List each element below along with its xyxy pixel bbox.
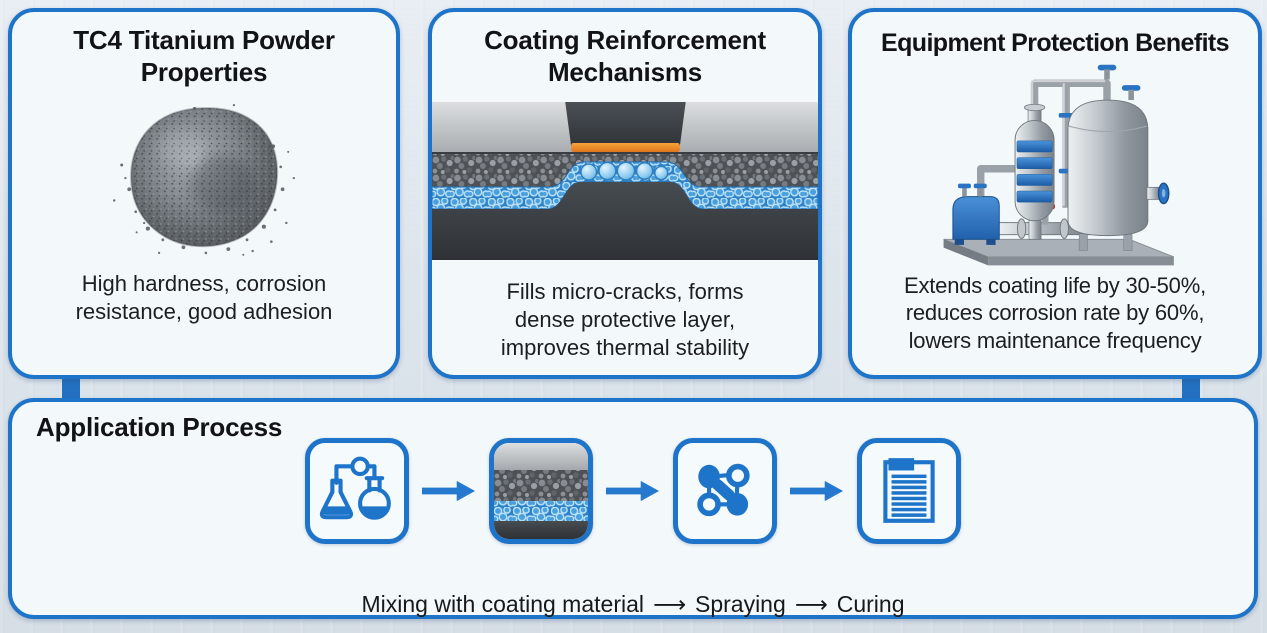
industrial-equipment-image [943, 64, 1175, 265]
flow-arrow-icon [606, 480, 660, 502]
connector-left [62, 372, 80, 406]
mixing-flasks-icon [319, 456, 391, 520]
process-step-particles [673, 438, 777, 544]
titanium-powder-pile-image [112, 104, 295, 257]
process-step-spraying-layers [489, 438, 593, 544]
panel-title: Equipment Protection Benefits [881, 29, 1230, 57]
panel-coating-mechanisms: Coating Reinforcement Mechanisms Fil [428, 8, 822, 379]
coating-cross-section-image [432, 102, 818, 260]
caption-step-3: Curing [836, 591, 905, 617]
panel-title: Coating Reinforcement Mechanisms [484, 25, 766, 87]
panel-application-process: Application Process [8, 398, 1258, 619]
process-steps-row [12, 438, 1254, 544]
panel-powder-properties: TC4 Titanium Powder Properties High ha [8, 8, 400, 379]
spray-particles-icon [697, 463, 750, 517]
panel-title: TC4 Titanium Powder Properties [73, 25, 335, 87]
long-arrow-glyph: ⟶ [653, 592, 686, 618]
flow-arrow-icon [790, 480, 844, 502]
long-arrow-glyph: ⟶ [794, 592, 828, 618]
process-title: Application Process [36, 412, 283, 442]
caption-step-2: Spraying [694, 591, 786, 617]
flow-arrow-icon [422, 480, 476, 502]
process-caption: Mixing with coating material ⟶ Spraying ⟶ Cu… [12, 591, 1254, 618]
coating-layers-icon [494, 443, 588, 539]
panel-description: Extends coating life by 30-50%, reduces … [904, 272, 1206, 354]
panel-equipment-benefits: Equipment Protection Benefits [848, 8, 1262, 379]
panel-description: Fills micro-cracks, forms dense protecti… [500, 279, 750, 361]
caption-step-1: Mixing with coating material [361, 591, 644, 617]
panel-description: High hardness, corrosion resistance, goo… [75, 271, 333, 325]
curing-document-icon [883, 458, 935, 523]
process-step-curing [857, 438, 961, 544]
connector-right [1182, 372, 1200, 406]
process-step-mixing [305, 438, 409, 544]
